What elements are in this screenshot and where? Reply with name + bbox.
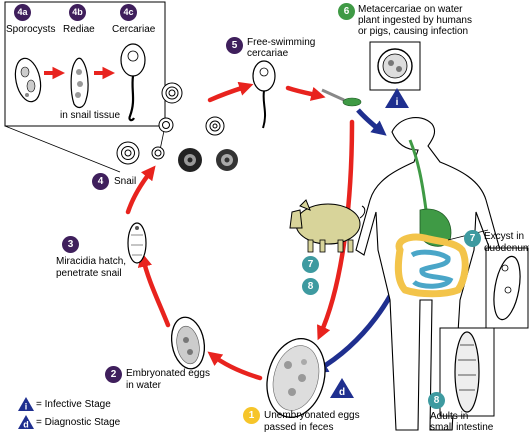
label-excyst-2: duodenum [484, 243, 529, 254]
badge-5: 5 [226, 37, 243, 54]
excysted-fluke-image [485, 247, 529, 329]
legend-diagnostic-text: = Diagnostic Stage [36, 417, 121, 428]
label-miracidia-2: penetrate snail [56, 268, 122, 279]
label-free-swimming-1: Free-swimming [247, 37, 316, 48]
badge-6: 6 [338, 3, 355, 20]
label-unembryonated-1: Unembryonated eggs [264, 410, 360, 421]
miracidium-icon [127, 222, 147, 264]
esophagus [408, 139, 428, 211]
label-embryonated-2: in water [126, 380, 162, 391]
badge-4c: 4c [120, 4, 137, 21]
badge-8: 8 [428, 392, 445, 409]
badge-2: 2 [105, 366, 122, 383]
infective-stage-marker: i [385, 88, 409, 108]
inset-connector-lines [4, 125, 166, 173]
badge-7-pig: 7 [302, 256, 319, 273]
label-rediae: Rediae [63, 24, 95, 35]
label-metacercariae-2: plant ingested by humans [358, 15, 472, 26]
infective-marker-text: i [396, 97, 399, 108]
redia-icon [70, 57, 89, 109]
unembryonated-egg-icon [266, 338, 326, 418]
label-excyst-1: Excyst in [484, 231, 525, 242]
legend-infective-text: = Infective Stage [36, 399, 111, 410]
badge-7: 7 [464, 230, 481, 247]
legend-infective-icon: i [18, 397, 34, 411]
label-adults-2: small intestine [430, 422, 494, 433]
label-adults-1: Adults in [430, 411, 469, 422]
badge-8-pig: 8 [302, 278, 319, 295]
embryonated-egg-icon [170, 316, 206, 370]
label-snail: Snail [114, 176, 137, 187]
small-intestine [410, 249, 454, 289]
label-in-snail-tissue: in snail tissue [60, 110, 121, 121]
badge-4: 4 [92, 173, 109, 190]
cercaria-icon [120, 43, 146, 122]
snail-icons [116, 82, 238, 172]
water-plant-icon [321, 88, 362, 107]
free-swimming-cercaria-icon [252, 60, 276, 129]
label-sporocysts: Sporocysts [6, 24, 56, 35]
label-metacercariae-3: or pigs, causing infection [358, 26, 469, 37]
badge-4b: 4b [69, 4, 86, 21]
large-intestine [394, 233, 469, 298]
label-metacercariae-1: Metacercariae on water [358, 4, 463, 15]
legend-diagnostic-icon-text: d [23, 420, 29, 430]
diagnostic-stage-marker: d [330, 378, 354, 398]
badge-4a: 4a [14, 4, 31, 21]
badge-3: 3 [62, 236, 79, 253]
label-unembryonated-2: passed in feces [264, 422, 334, 433]
adult-fluke-image [439, 327, 495, 417]
legend-infective-icon-text: i [25, 402, 28, 412]
label-embryonated-1: Embryonated eggs [126, 368, 210, 379]
metacercaria-image [369, 41, 421, 91]
badge-1: 1 [243, 407, 260, 424]
ingestion-blue-arrow [356, 108, 387, 136]
pig-icon [289, 199, 366, 253]
legend-diagnostic-icon: d [18, 415, 34, 429]
label-miracidia-1: Miracidia hatch, [56, 256, 127, 267]
diagnostic-marker-text: d [339, 387, 345, 398]
label-cercariae: Cercariae [112, 24, 156, 35]
label-free-swimming-2: cercariae [247, 48, 289, 59]
sporocyst-icon [14, 57, 42, 103]
